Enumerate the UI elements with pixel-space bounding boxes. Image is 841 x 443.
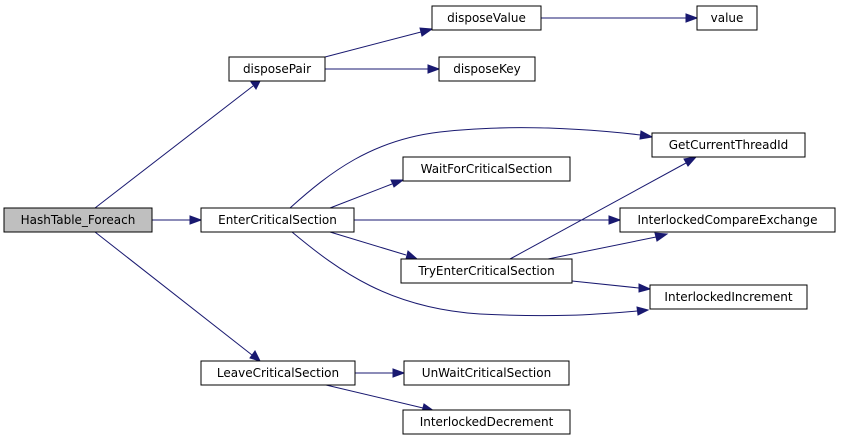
node-label: HashTable_Foreach [21,213,136,227]
node-entercriticalsection[interactable]: EnterCriticalSection [200,207,355,233]
edge-entercriticalsection-interlockedincrement [291,231,650,317]
node-label: disposeValue [447,11,526,25]
edge-disposepair-disposekey [325,64,441,74]
edge-hashtable_foreach-entercriticalsection [152,215,203,225]
node-leavecriticalsection[interactable]: LeaveCriticalSection [200,360,356,386]
node-label: InterlockedDecrement [420,415,554,429]
edge-entercriticalsection-tryentercriticalsection [329,231,419,260]
node-label: InterlockedIncrement [664,290,792,304]
node-disposepair[interactable]: disposePair [228,56,326,82]
edge-tryentercriticalsection-getcurrentthreadid [509,156,698,260]
node-unwaitcriticalsection[interactable]: UnWaitCriticalSection [403,360,570,386]
edge-disposevalue-value [541,13,699,23]
edge-tryentercriticalsection-interlockedincrement [571,280,652,293]
node-tryentercriticalsection[interactable]: TryEnterCriticalSection [400,258,573,284]
node-label: TryEnterCriticalSection [417,264,554,278]
edge-disposepair-disposevalue [324,27,434,58]
edge-hashtable_foreach-disposepair [94,78,262,209]
edge-leavecriticalsection-interlockeddecrement [325,384,436,413]
node-label: disposePair [243,62,311,76]
edge-hashtable_foreach-leavecriticalsection [94,231,261,362]
node-disposevalue[interactable]: disposeValue [431,5,542,31]
node-interlockeddecrement[interactable]: InterlockedDecrement [402,409,571,435]
edge-entercriticalsection-waitforcriticalsection [329,179,405,209]
node-waitforcriticalsection[interactable]: WaitForCriticalSection [402,156,571,182]
node-label: LeaveCriticalSection [217,366,339,380]
edge-entercriticalsection-getcurrentthreadid [289,127,654,209]
node-getcurrentthreadid[interactable]: GetCurrentThreadId [651,132,806,158]
edge-entercriticalsection-interlockedcompareexchange [354,215,622,225]
node-label: EnterCriticalSection [218,213,337,227]
node-label: UnWaitCriticalSection [422,366,551,380]
edge-tryentercriticalsection-interlockedcompareexchange [547,232,669,260]
node-label: value [711,11,744,25]
node-label: WaitForCriticalSection [421,162,553,176]
node-label: GetCurrentThreadId [669,138,789,152]
node-interlockedincrement[interactable]: InterlockedIncrement [649,284,808,310]
node-label: InterlockedCompareExchange [637,213,817,227]
node-interlockedcompareexchange[interactable]: InterlockedCompareExchange [619,207,836,233]
node-label: disposeKey [453,62,521,76]
edge-leavecriticalsection-unwaitcriticalsection [355,368,406,378]
node-disposekey[interactable]: disposeKey [438,56,536,82]
node-hashtable_foreach[interactable]: HashTable_Foreach [3,207,153,233]
node-value[interactable]: value [696,5,758,31]
